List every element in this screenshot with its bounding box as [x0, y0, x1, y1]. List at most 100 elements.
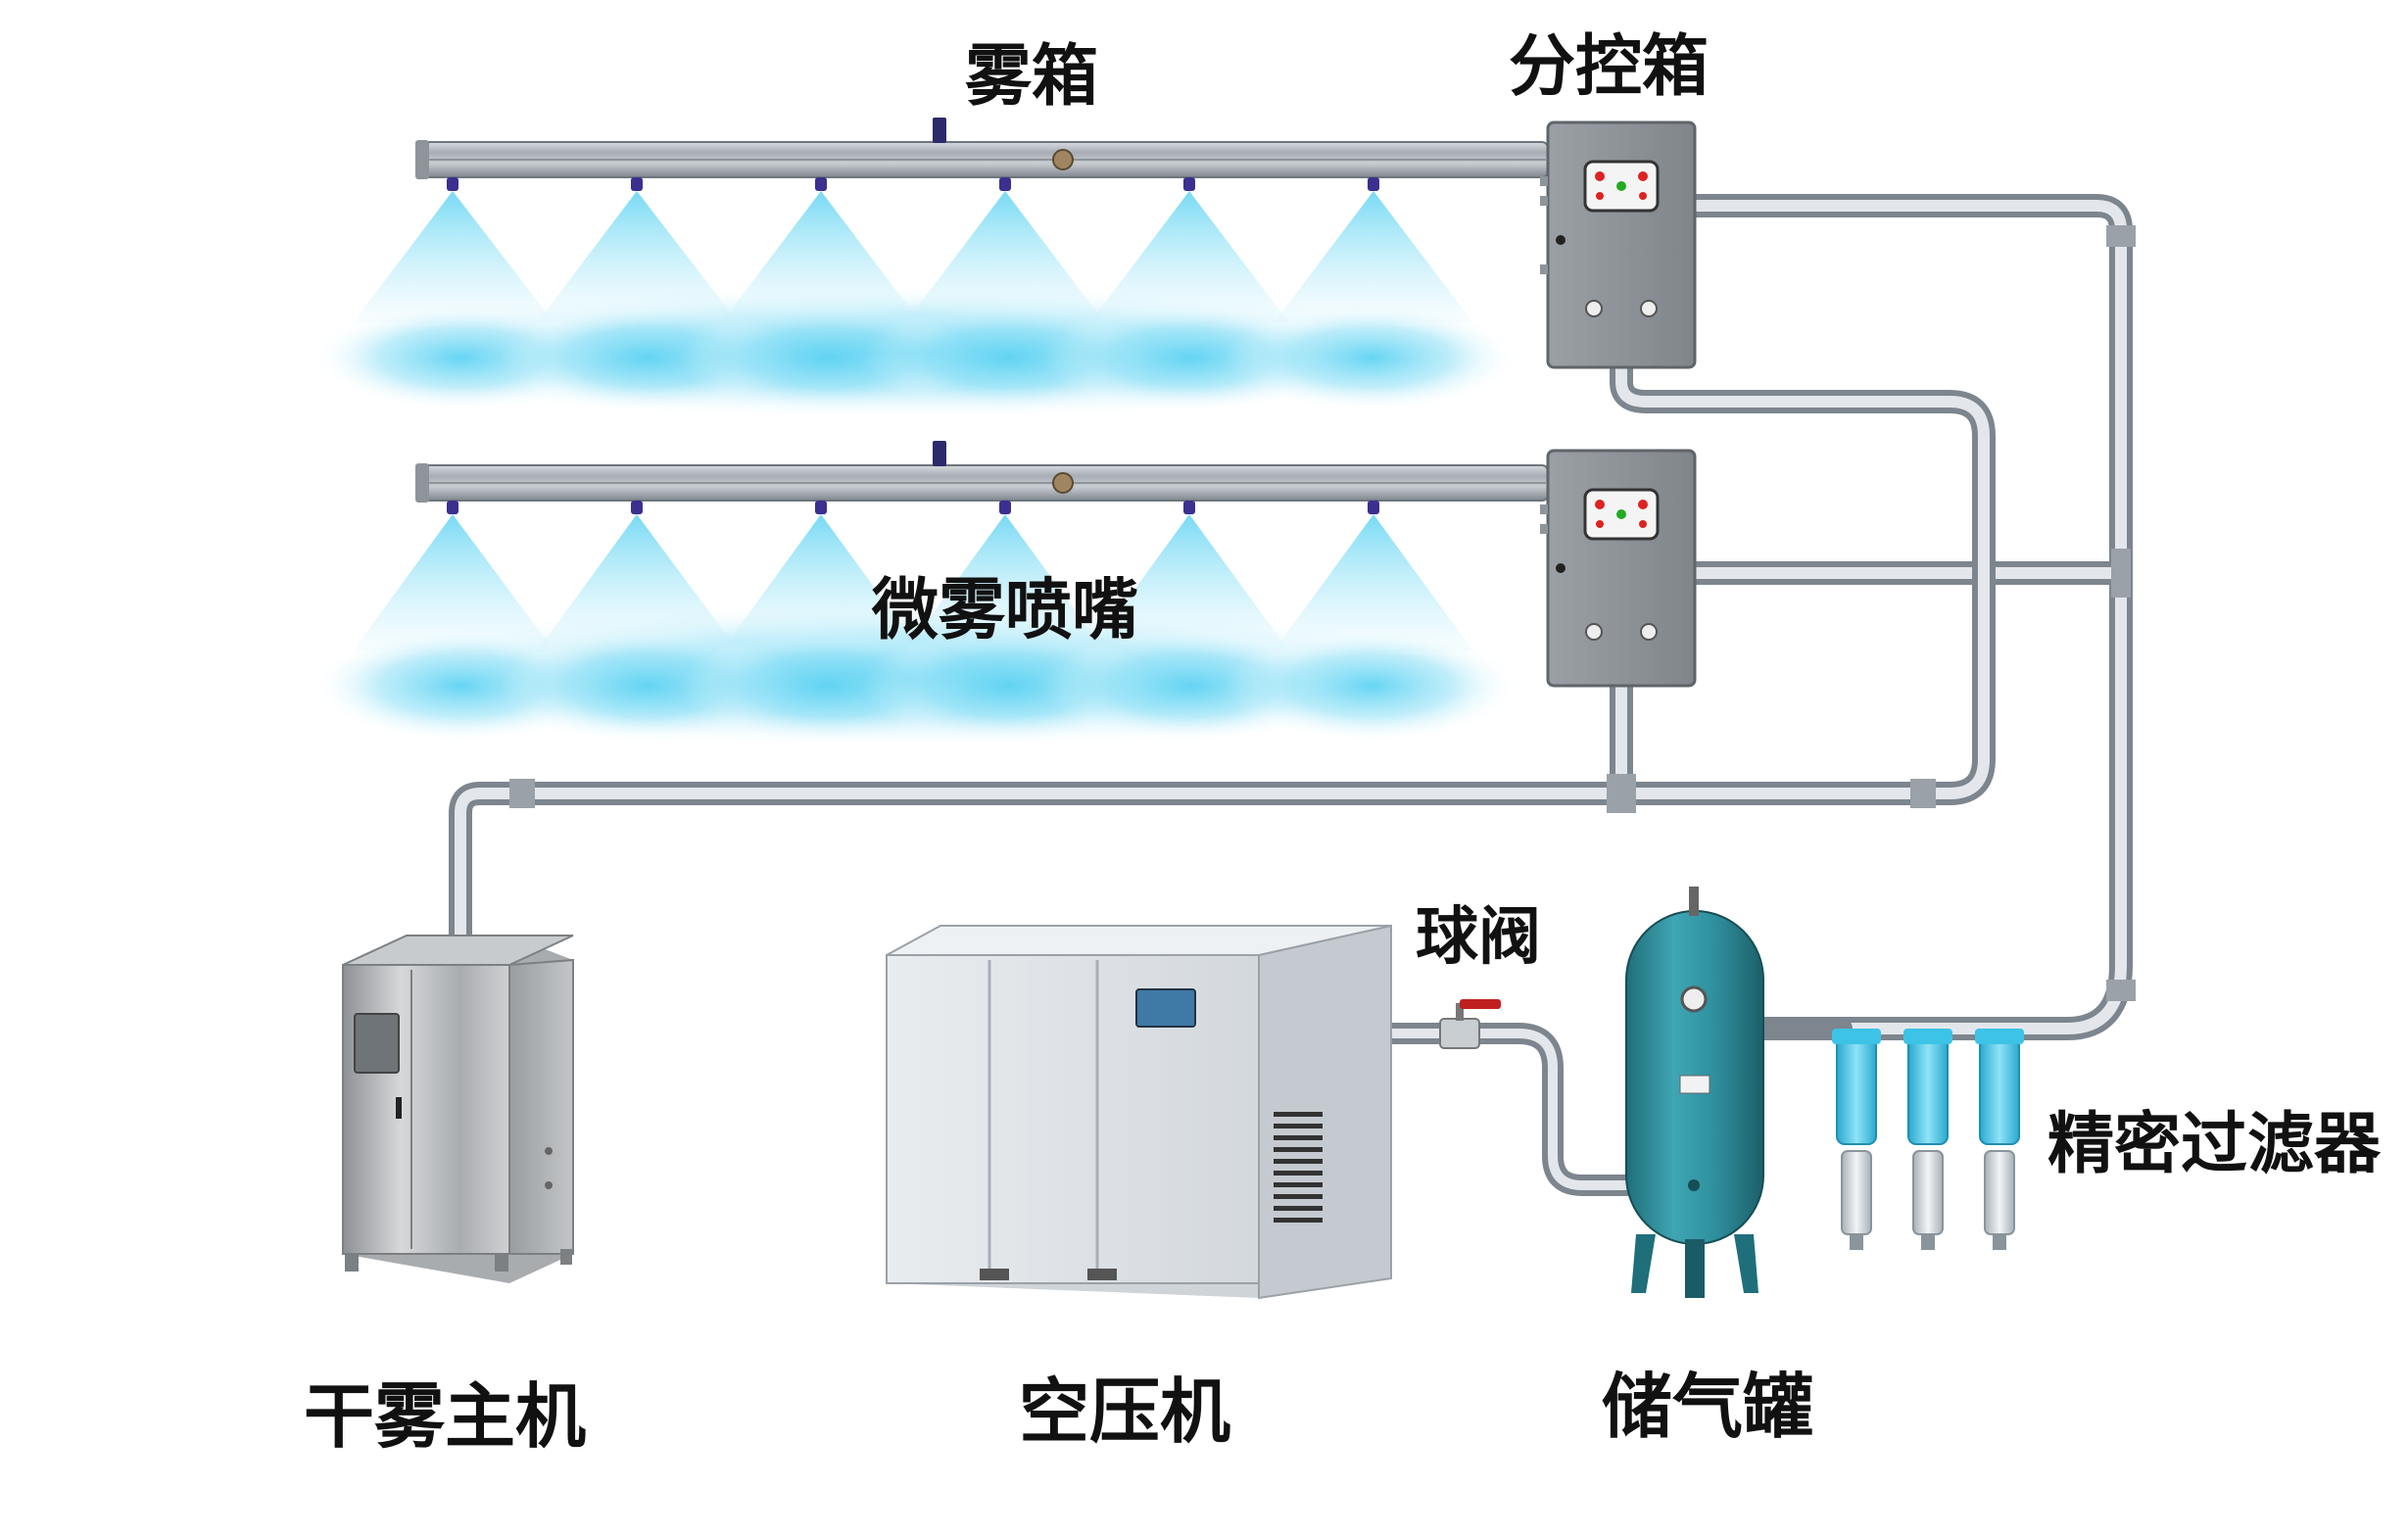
filter-drain [1993, 1234, 2006, 1250]
pipe-main-right-highlight [1689, 200, 2127, 1034]
indicator-red-icon [1596, 192, 1604, 200]
label-dry-fog-host: 干雾主机 [304, 1375, 587, 1458]
nozzle-icon [815, 177, 827, 191]
tee-fitting [1607, 774, 1636, 813]
pipe-coupling [2106, 225, 2136, 247]
piping [449, 194, 2133, 1196]
rail-inlet-icon [933, 441, 946, 466]
indicator-red-icon [1639, 520, 1647, 528]
tank-leg [1685, 1239, 1705, 1298]
indicator-red-icon [1638, 171, 1648, 181]
pipe-compressor-tank-highlight [1386, 1029, 1631, 1190]
pressure-gauge-icon [1640, 300, 1658, 317]
filter-bowl [1984, 1150, 2015, 1235]
mist-cone [905, 191, 1105, 323]
pipe-coupling [1910, 779, 1936, 808]
compressor-forklift-slot [980, 1269, 1009, 1280]
mist-cone [1274, 514, 1473, 651]
precision-filters [1832, 1029, 2024, 1250]
indicator-red-icon [1595, 171, 1605, 181]
mist-cone [1274, 191, 1473, 323]
control-box-2 [1540, 449, 1697, 688]
filter-3 [1975, 1029, 2024, 1250]
label-precision-filter: 精密过滤器 [2047, 1106, 2382, 1183]
label-air-tank: 储气罐 [1602, 1366, 1814, 1448]
lock-icon [1556, 563, 1565, 573]
cabinet-foot [495, 1254, 508, 1272]
compressor-control-panel-icon [1135, 988, 1196, 1028]
side-port-icon [1540, 264, 1548, 274]
lock-icon [1556, 235, 1565, 245]
nozzle-icon [447, 501, 458, 514]
nozzle-icon [447, 177, 458, 191]
indicator-red-icon [1639, 192, 1647, 200]
control-box-1 [1540, 120, 1697, 369]
mist-cone [721, 514, 921, 651]
filter-cap [1832, 1029, 1881, 1044]
tee-fitting [2111, 549, 2131, 598]
tank-gauge-icon [1680, 985, 1708, 1013]
air-compressor [886, 924, 1392, 1300]
pipe-coupling [509, 779, 535, 808]
nozzle-icon [631, 177, 643, 191]
nozzle-icon [1368, 177, 1379, 191]
nozzle-icon [999, 501, 1011, 514]
side-port-icon [1540, 176, 1548, 186]
mist-cone [905, 514, 1105, 651]
filter-cap [1903, 1029, 1952, 1044]
air-tank [1625, 887, 1764, 1298]
mist-puff [1225, 304, 1518, 411]
pressure-gauge-icon [1585, 623, 1603, 641]
nozzle-icon [999, 177, 1011, 191]
tank-safety-valve-icon [1689, 887, 1699, 916]
door-handle-icon [396, 1097, 402, 1119]
pressure-gauge-icon [1640, 623, 1658, 641]
control-box-icon [1546, 449, 1697, 688]
filter-1 [1832, 1029, 1881, 1250]
tank-leg [1631, 1234, 1656, 1293]
cabinet-top [342, 935, 574, 966]
side-port-icon [1540, 524, 1548, 534]
filter-icon [1907, 1035, 1949, 1145]
mist-cone [353, 191, 554, 323]
rail-valve-icon [1052, 149, 1074, 170]
filter-drain [1850, 1234, 1863, 1250]
filter-cap [1975, 1029, 2024, 1044]
filter-icon [1836, 1035, 1877, 1145]
indicator-red-icon [1595, 500, 1605, 509]
mist-row-2 [294, 514, 1518, 749]
nozzle-icon [1368, 501, 1379, 514]
pipe-compressor-tank [1380, 1023, 1637, 1196]
side-port-icon [1540, 504, 1548, 514]
valve-stem [1456, 1003, 1464, 1021]
control-box-icon [1546, 120, 1697, 369]
side-port-icon [1540, 196, 1548, 206]
label-air-compressor: 空压机 [1019, 1370, 1231, 1453]
pipe-water-loop-highlight [455, 357, 1990, 946]
rail-end-cap [415, 463, 429, 503]
filter-bowl [1841, 1150, 1872, 1235]
nozzle-icon [815, 501, 827, 514]
cabinet-front [342, 964, 510, 1255]
mist-cone [537, 514, 739, 651]
mist-cones-row-1 [353, 191, 1473, 323]
compressor-front [886, 954, 1260, 1284]
cabinet-side [508, 958, 574, 1255]
mist-cone [353, 514, 554, 651]
cabinet-foot [560, 1249, 572, 1265]
filter-icon [1979, 1035, 2020, 1145]
ball-valve-icon [1439, 1018, 1480, 1049]
label-sub-control-box: 分控箱 [1509, 28, 1710, 106]
cabinet-foot [345, 1254, 359, 1272]
mist-row-1 [294, 191, 1518, 421]
cabinet-port-icon [545, 1181, 553, 1189]
label-mist-box: 雾箱 [965, 38, 1099, 116]
mist-cone [1089, 191, 1289, 323]
indicator-green-icon [1616, 509, 1626, 519]
nozzle-rail-2 [415, 441, 1549, 514]
rail-inlet-icon [933, 118, 946, 143]
tank-port-icon [1688, 1179, 1700, 1191]
nozzles-row-2 [447, 501, 1379, 514]
